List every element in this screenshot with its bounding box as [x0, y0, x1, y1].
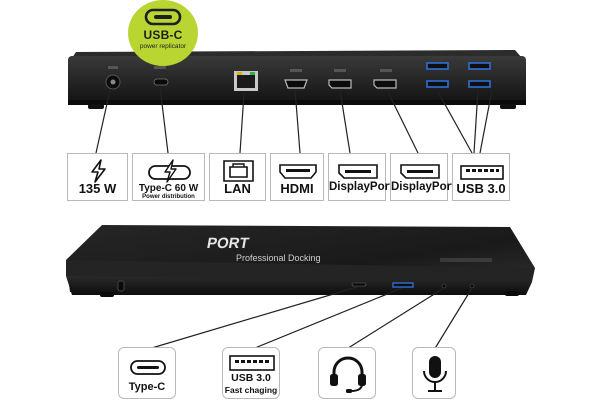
- front-leader-lines: [144, 286, 473, 351]
- headset-icon: [330, 356, 366, 393]
- usb-a-port-icon: [229, 355, 275, 371]
- port-tile-dp-1: DisplayPort: [328, 153, 393, 201]
- rear-typec-port: [153, 78, 169, 86]
- dp-port-1: [328, 79, 352, 89]
- dp-port-2: [373, 79, 397, 89]
- badge-title: USB-C: [143, 28, 183, 42]
- port-label: LAN: [224, 181, 251, 196]
- rear-leader-lines: [95, 86, 493, 154]
- port-label: 135 W: [78, 181, 117, 196]
- port-label: Type-C: [128, 381, 166, 393]
- port-tile-dp-2: DisplayPort: [390, 153, 455, 201]
- displayport-icon: [400, 164, 440, 179]
- port-tile-typec-pd: Type-C 60 W Power distribution: [132, 153, 205, 201]
- displayport-icon: [338, 164, 378, 179]
- ethernet-port-icon: [223, 160, 254, 182]
- port-tile-lan: LAN: [209, 153, 266, 201]
- port-label: HDMI: [280, 181, 314, 196]
- usb-c-plug-icon: [144, 8, 182, 26]
- usb-a-port-icon: [460, 165, 504, 180]
- hdmi-port: [284, 79, 308, 89]
- usb-c-badge: USB-C power replicator: [128, 0, 198, 66]
- front-dock: PORT Professional Docking: [66, 225, 535, 297]
- port-label: DisplayPort: [329, 181, 393, 193]
- port-label: USB 3.0: [231, 372, 271, 384]
- port-sublabel: Power distribution: [142, 194, 195, 200]
- port-label: DisplayPort: [391, 181, 455, 193]
- hdmi-port-icon: [279, 164, 317, 179]
- port-label: Type-C 60 W: [138, 183, 199, 194]
- port-tile-mic: [412, 347, 456, 399]
- port-tile-hdmi: HDMI: [270, 153, 324, 201]
- dock-model-text: Professional Docking: [236, 253, 321, 263]
- port-tile-usb30: USB 3.0: [452, 153, 510, 201]
- port-tile-front-typec: Type-C: [118, 347, 176, 399]
- usb-c-lightning-icon: [148, 159, 191, 183]
- port-sublabel: Fast chaging: [224, 385, 278, 395]
- rear-usb-stack: [426, 62, 491, 88]
- dock-brand-text: PORT: [206, 235, 251, 252]
- port-tile-headset: [318, 347, 376, 399]
- rear-dock: [68, 50, 526, 109]
- microphone-icon: [423, 356, 447, 392]
- port-tile-power: 135 W: [67, 153, 128, 201]
- badge-subtitle: power replicator: [139, 43, 187, 50]
- port-label: USB 3.0: [456, 181, 506, 196]
- lightning-icon: [91, 159, 106, 183]
- port-tile-front-usb-fast: USB 3.0 Fast chaging: [222, 347, 280, 399]
- usb-c-port-icon: [130, 360, 166, 375]
